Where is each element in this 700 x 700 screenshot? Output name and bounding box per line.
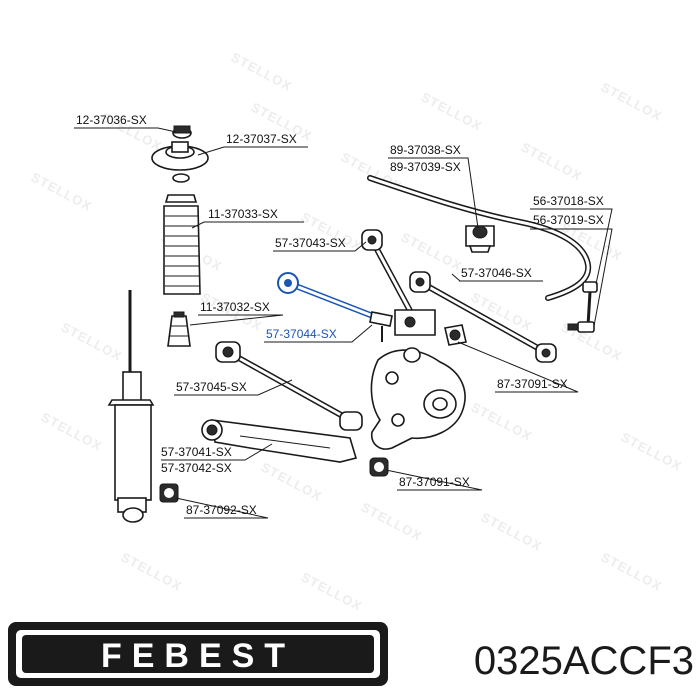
bushing-87-37091-upper [444,324,467,346]
label-57-37042: 57-37042-SX [161,461,232,475]
watermark-text: STELLOX [39,409,105,454]
label-89-37039: 89-37039-SX [390,160,461,174]
label-57-37041: 57-37041-SX [161,445,232,459]
bump-stop-11-37032 [167,311,191,347]
lower-arm-57-37041 [201,419,358,463]
watermark-text: STELLOX [399,229,465,274]
stabilizer-bushing-89-37038 [465,225,495,253]
toe-arm-57-37044-highlighted [277,272,393,342]
label-89-37038: 89-37038-SX [390,143,461,157]
label-87-37091-upper: 87-37091-SX [497,377,568,391]
watermark-text: STELLOX [479,509,545,554]
strut-mount-cap-12-37036 [172,125,192,139]
label-11-37032: 11-37032-SX [200,300,270,314]
label-57-37044-highlighted: 57-37044-SX [266,327,337,341]
watermark-text: STELLOX [619,429,685,474]
bracket-upper [394,309,436,336]
part-number: 0325ACCF3 [474,639,694,683]
dust-boot-11-37033 [163,194,201,295]
shock-absorber [107,290,155,523]
label-12-37037: 12-37037-SX [226,132,297,146]
watermark-text: STELLOX [599,79,665,124]
label-12-37036: 12-37036-SX [76,113,147,127]
watermark-text: STELLOX [229,49,295,94]
label-56-37019: 56-37019-SX [533,213,604,227]
strut-mount-12-37037 [151,141,209,171]
leader-lines [74,127,613,519]
bushing-87-37092 [159,483,179,503]
febest-logo: FEBEST [8,622,388,686]
upper-link-57-37046 [409,271,557,363]
watermark-text: STELLOX [59,319,125,364]
watermark-text: STELLOX [259,459,325,504]
bump-washer [172,173,190,183]
watermark-text: STELLOX [359,499,425,544]
label-11-37033: 11-37033-SX [208,207,278,221]
watermark-text: STELLOX [419,89,485,134]
watermark-text: STELLOX [119,549,185,594]
label-87-37091-lower: 87-37091-SX [399,475,470,489]
label-87-37092: 87-37092-SX [186,503,257,517]
label-56-37018: 56-37018-SX [533,194,604,208]
part-labels: 12-37036-SX 12-37037-SX 89-37038-SX 89-3… [76,113,604,517]
label-57-37046: 57-37046-SX [461,266,532,280]
label-57-37045: 57-37045-SX [176,380,247,394]
stabilizer-link-56-37018 [567,281,598,333]
rear-knuckle [370,347,466,450]
label-57-37043: 57-37043-SX [275,236,346,250]
watermark-text: STELLOX [519,139,585,184]
watermark-text: STELLOX [469,399,535,444]
watermark-text: STELLOX [599,549,665,594]
upper-arm-57-37043 [361,229,418,323]
logo-text: FEBEST [101,637,295,675]
lower-arm-57-37045 [215,341,363,431]
watermark-text: STELLOX [29,169,95,214]
watermark-text: STELLOX [299,569,365,614]
bushing-87-37091-lower [369,457,389,477]
